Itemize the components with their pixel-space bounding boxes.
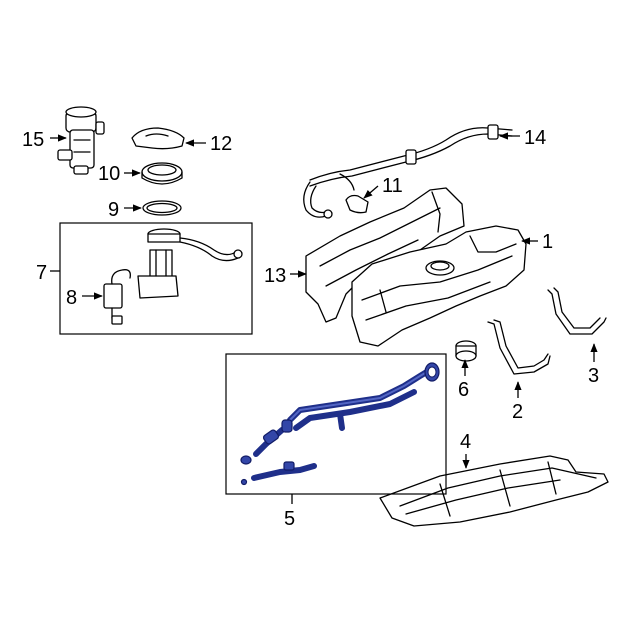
callout-7: 7	[36, 262, 60, 284]
group-box-7	[59, 222, 253, 335]
callout-3: 3	[588, 343, 599, 387]
part-12-cover	[131, 127, 185, 150]
callout-8: 8	[66, 287, 103, 309]
callout-5: 5	[284, 494, 295, 530]
svg-text:2: 2	[512, 401, 523, 423]
svg-text:14: 14	[524, 127, 546, 149]
callout-4: 4	[460, 431, 471, 469]
part-9-seal	[142, 200, 182, 216]
part-7-fuel-pump-assembly	[137, 228, 243, 299]
svg-text:8: 8	[66, 287, 77, 309]
svg-text:12: 12	[210, 133, 232, 155]
callout-9: 9	[108, 199, 142, 221]
callout-10: 10	[98, 163, 141, 185]
part-6-insulator	[455, 340, 477, 362]
callout-15: 15	[22, 129, 67, 151]
callout-11: 11	[363, 175, 403, 199]
svg-text:5: 5	[284, 508, 295, 530]
callout-12: 12	[185, 133, 232, 155]
callout-13: 13	[264, 265, 307, 287]
svg-text:6: 6	[458, 379, 469, 401]
svg-text:4: 4	[460, 431, 471, 453]
callout-6: 6	[458, 359, 469, 401]
group-box-5	[225, 353, 447, 495]
svg-text:10: 10	[98, 163, 120, 185]
part-2-strap	[487, 319, 551, 375]
part-14-vapor-tube	[303, 124, 513, 219]
part-10-lock-ring	[141, 162, 183, 185]
callout-2: 2	[512, 381, 523, 423]
svg-text:13: 13	[264, 265, 286, 287]
callout-1: 1	[521, 231, 553, 253]
part-15-pump-housing	[57, 106, 105, 175]
part-3-strap	[547, 287, 607, 335]
svg-text:7: 7	[36, 262, 47, 284]
part-11-cap	[345, 194, 369, 214]
svg-text:9: 9	[108, 199, 119, 221]
svg-text:1: 1	[542, 231, 553, 253]
svg-text:3: 3	[588, 365, 599, 387]
part-13-heat-shield	[305, 187, 465, 323]
svg-text:15: 15	[22, 129, 44, 151]
part-1-fuel-tank	[351, 225, 527, 347]
part-4-skid-plate	[379, 455, 609, 527]
part-8-sender	[103, 269, 131, 325]
part-5-filler-pipe	[240, 362, 440, 486]
callout-14: 14	[499, 127, 546, 149]
svg-text:11: 11	[382, 175, 403, 197]
